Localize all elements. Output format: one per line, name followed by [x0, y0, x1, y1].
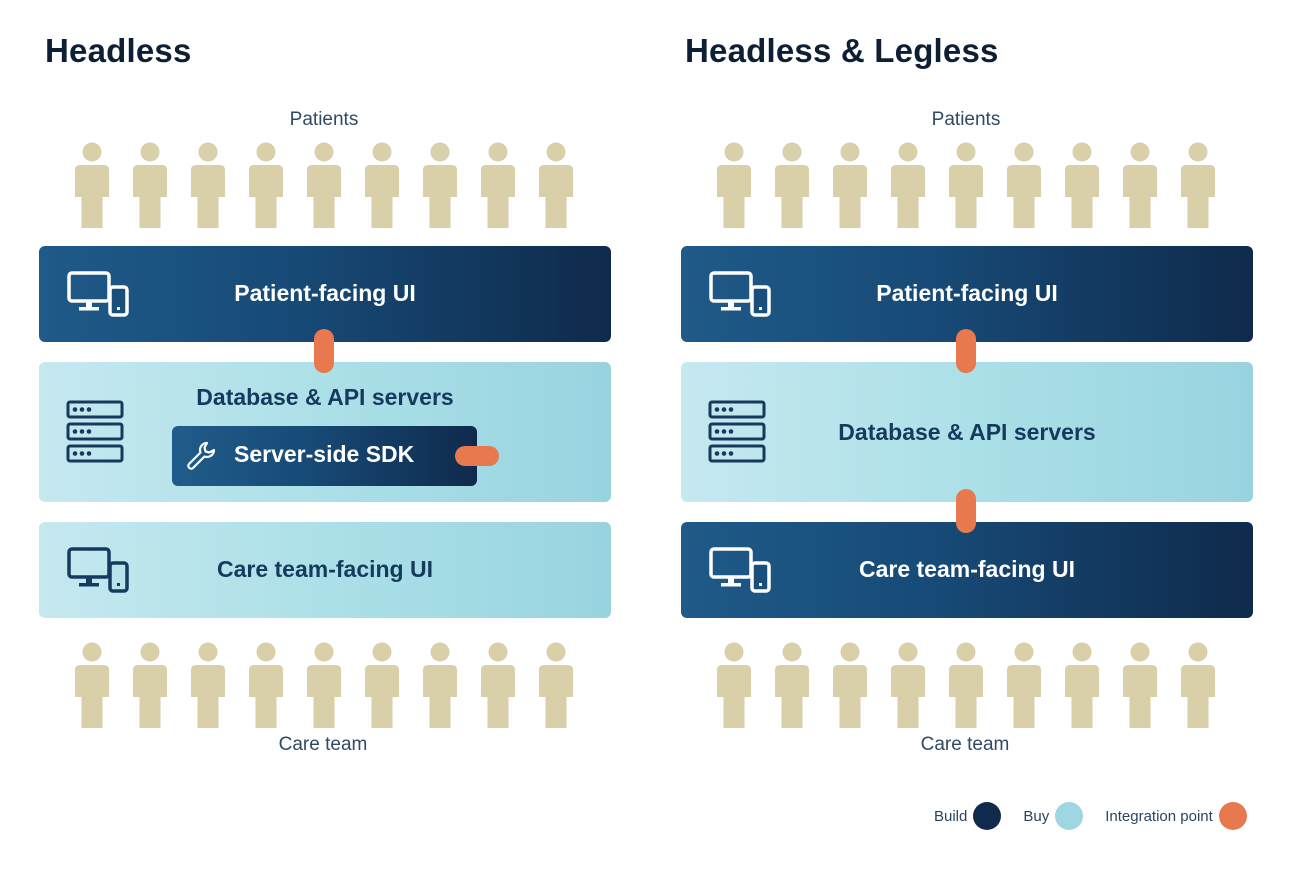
- sdk-label: Server-side SDK: [234, 441, 415, 467]
- patient-ui-box: Patient-facing UI: [39, 246, 611, 342]
- patient-person-icon: [249, 142, 283, 228]
- care-team-label: Care team: [278, 734, 368, 755]
- legend-swatch: [1218, 802, 1247, 830]
- devices-icon: [709, 271, 771, 317]
- legend-label: Buy: [1023, 807, 1050, 825]
- integration-connector: [314, 329, 334, 373]
- legend: Build Buy Integration point: [934, 802, 1247, 830]
- care-team-member-person-icon: [307, 642, 341, 728]
- patients-label: Patients: [931, 109, 1001, 130]
- patient-ui-label: Patient-facing UI: [876, 280, 1058, 306]
- server-icon: [66, 400, 124, 463]
- patient-person-icon: [75, 142, 109, 228]
- patient-person-icon: [307, 142, 341, 228]
- patient-person-icon: [1123, 142, 1157, 228]
- patient-person-icon: [423, 142, 457, 228]
- devices-icon: [67, 271, 129, 317]
- integration-connector: [956, 489, 976, 533]
- care-ui-box: Care team-facing UI: [681, 522, 1253, 618]
- patient-person-icon: [539, 142, 573, 228]
- care-team-member-person-icon: [539, 642, 573, 728]
- care-team-member-person-icon: [365, 642, 399, 728]
- patients-group: [716, 142, 1216, 228]
- care-team-member-person-icon: [75, 642, 109, 728]
- patient-person-icon: [1007, 142, 1041, 228]
- database-box: Database & API servers Server-side SDK: [39, 362, 611, 502]
- patient-person-icon: [891, 142, 925, 228]
- care-team-group: [74, 642, 574, 728]
- patient-person-icon: [133, 142, 167, 228]
- patient-person-icon: [717, 142, 751, 228]
- legend-item-integration: Integration point: [1105, 802, 1247, 830]
- devices-icon: [67, 547, 129, 593]
- care-team-member-person-icon: [1123, 642, 1157, 728]
- care-team-member-person-icon: [833, 642, 867, 728]
- legend-item-buy: Buy: [1023, 802, 1084, 830]
- care-ui-label: Care team-facing UI: [216, 556, 433, 582]
- patients-label: Patients: [289, 109, 359, 130]
- legend-label: Integration point: [1105, 807, 1213, 825]
- patient-ui-box: Patient-facing UI: [681, 246, 1253, 342]
- panel-title: Headless & Legless: [685, 32, 999, 69]
- patient-person-icon: [191, 142, 225, 228]
- care-ui-label: Care team-facing UI: [858, 556, 1075, 582]
- database-label: Database & API servers: [838, 419, 1096, 445]
- patient-person-icon: [833, 142, 867, 228]
- care-team-member-person-icon: [949, 642, 983, 728]
- legend-swatch: [973, 802, 1002, 830]
- wrench-icon: [187, 441, 216, 470]
- care-team-member-person-icon: [423, 642, 457, 728]
- care-team-member-person-icon: [717, 642, 751, 728]
- database-label: Database & API servers: [196, 384, 454, 410]
- patient-person-icon: [775, 142, 809, 228]
- care-team-member-person-icon: [249, 642, 283, 728]
- care-team-member-person-icon: [891, 642, 925, 728]
- care-team-member-person-icon: [1181, 642, 1215, 728]
- server-icon: [708, 400, 766, 463]
- patient-person-icon: [1181, 142, 1215, 228]
- database-box: Database & API servers: [681, 362, 1253, 502]
- care-team-member-person-icon: [1007, 642, 1041, 728]
- care-team-member-person-icon: [775, 642, 809, 728]
- panel-title: Headless: [45, 32, 192, 69]
- integration-connector: [455, 446, 499, 466]
- legend-item-build: Build: [934, 802, 1002, 830]
- patients-group: [74, 142, 574, 228]
- care-team-member-person-icon: [481, 642, 515, 728]
- sdk-box: Server-side SDK: [172, 426, 477, 486]
- patient-person-icon: [1065, 142, 1099, 228]
- devices-icon: [709, 547, 771, 593]
- integration-connector: [956, 329, 976, 373]
- care-team-group: [716, 642, 1216, 728]
- care-team-member-person-icon: [133, 642, 167, 728]
- patient-person-icon: [481, 142, 515, 228]
- patient-person-icon: [949, 142, 983, 228]
- patient-ui-label: Patient-facing UI: [234, 280, 416, 306]
- legend-swatch: [1055, 802, 1084, 830]
- legend-label: Build: [934, 807, 968, 825]
- patient-person-icon: [365, 142, 399, 228]
- care-team-member-person-icon: [1065, 642, 1099, 728]
- care-ui-box: Care team-facing UI: [39, 522, 611, 618]
- care-team-member-person-icon: [191, 642, 225, 728]
- care-team-label: Care team: [920, 734, 1010, 755]
